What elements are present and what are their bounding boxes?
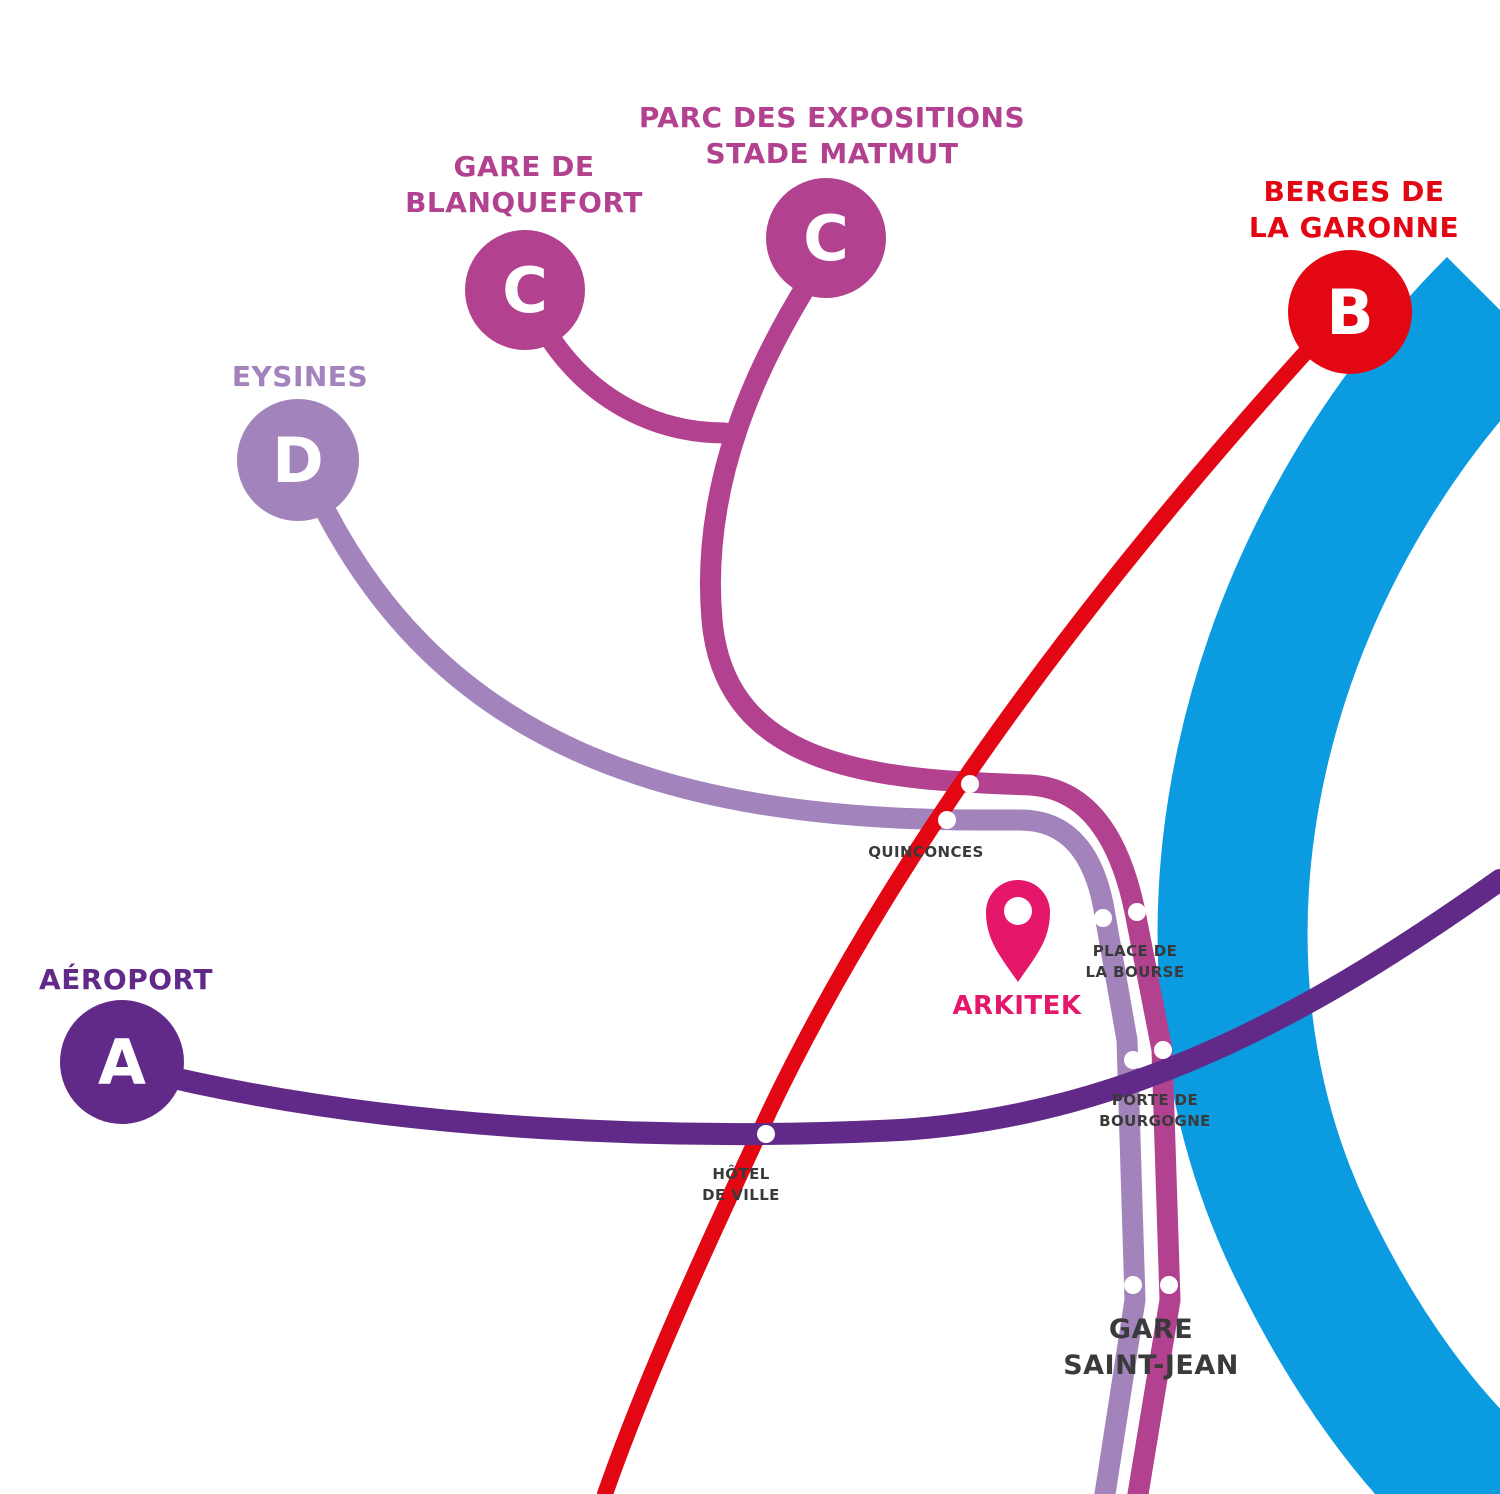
stop-gare-d[interactable]: [1124, 1276, 1142, 1294]
stop-gare-c[interactable]: [1160, 1276, 1178, 1294]
badge-line-d[interactable]: D: [237, 399, 359, 521]
badge-line-c-parc-expositions[interactable]: C: [766, 178, 886, 298]
badge-letter-d: D: [272, 424, 323, 497]
station-bourse-line1: PLACE DE: [1093, 942, 1178, 960]
terminus-aeroport: AÉROPORT: [39, 962, 213, 996]
stop-quinconces-d[interactable]: [938, 811, 956, 829]
marker-label-arkitek: ARKITEK: [952, 991, 1081, 1021]
terminus-parc-line2: STADE MATMUT: [705, 137, 958, 170]
badge-letter-b: B: [1326, 276, 1373, 349]
badge-line-a[interactable]: A: [60, 1000, 184, 1124]
map-pin-icon[interactable]: [986, 880, 1050, 982]
station-quinconces: QUINCONCES: [868, 843, 983, 861]
terminus-berges-line1: BERGES DE: [1264, 175, 1445, 208]
stop-bourgogne-d[interactable]: [1124, 1051, 1142, 1069]
badge-letter-a: A: [98, 1026, 146, 1099]
station-gare-line2: SAINT-JEAN: [1063, 1350, 1239, 1381]
line-b: [597, 312, 1343, 1494]
terminus-parc-line1: PARC DES EXPOSITIONS: [639, 101, 1025, 134]
station-hotel-line1: HÔTEL: [712, 1164, 769, 1183]
station-bourgogne-line2: BOURGOGNE: [1099, 1112, 1211, 1130]
terminus-blanquefort-line2: BLANQUEFORT: [405, 186, 643, 219]
stop-bourse-d[interactable]: [1094, 909, 1112, 927]
line-c-trunk: [699, 269, 1181, 1494]
line-a: [129, 869, 1500, 1145]
terminus-blanquefort-line1: GARE DE: [454, 150, 595, 183]
stop-bourgogne-c[interactable]: [1154, 1041, 1172, 1059]
badge-line-b[interactable]: B: [1288, 250, 1412, 374]
stop-hotel-ville[interactable]: [757, 1125, 775, 1143]
station-hotel-line2: DE VILLE: [702, 1186, 780, 1204]
stop-bourse-c[interactable]: [1128, 903, 1146, 921]
station-gare-line1: GARE: [1109, 1314, 1193, 1345]
badge-letter-c2: C: [803, 202, 849, 275]
terminus-berges-line2: LA GARONNE: [1249, 211, 1459, 244]
stop-quinconces-c[interactable]: [961, 775, 979, 793]
line-c-branch-blanquefort: [534, 319, 736, 444]
badge-letter-c1: C: [502, 254, 548, 327]
badge-line-c-blanquefort[interactable]: C: [465, 230, 585, 350]
station-stops: [757, 775, 1178, 1294]
station-bourgogne-line1: PORTE DE: [1112, 1091, 1198, 1109]
station-bourse-line2: LA BOURSE: [1086, 963, 1185, 981]
line-d: [309, 489, 1146, 1494]
river-garonne: [1157, 256, 1500, 1494]
terminus-eysines: EYSINES: [232, 360, 368, 393]
